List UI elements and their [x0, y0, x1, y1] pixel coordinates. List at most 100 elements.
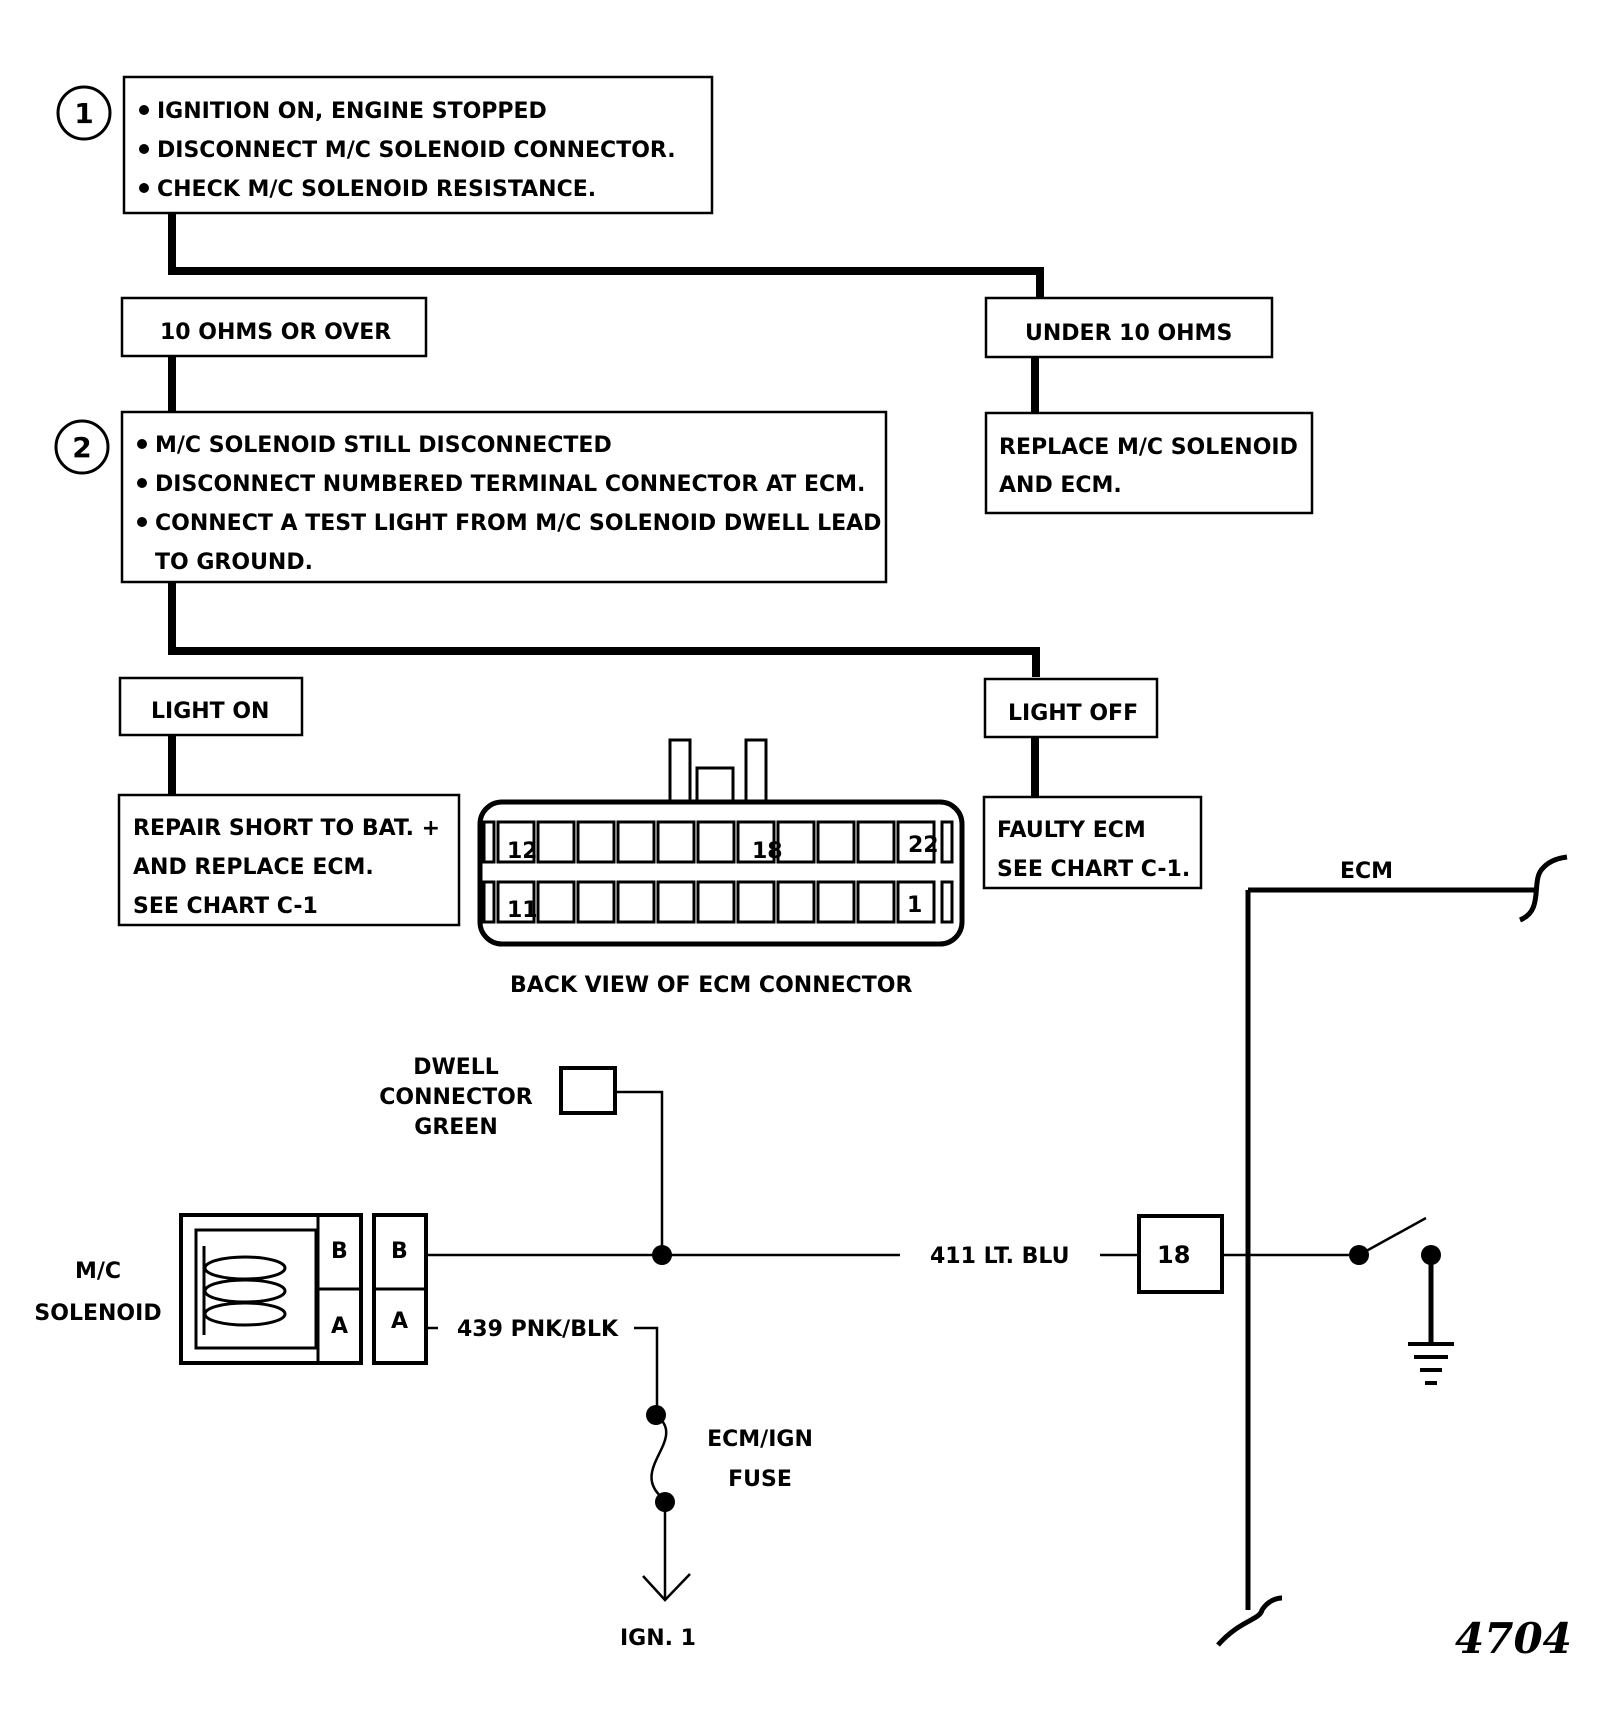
ecm-label: ECM	[1340, 859, 1393, 884]
connector-cell	[536, 880, 576, 924]
step2-line-2: DISCONNECT NUMBERED TERMINAL CONNECTOR A…	[155, 472, 865, 497]
solenoid-pin-b: B	[331, 1239, 348, 1264]
fuse-label-line-2: FUSE	[728, 1467, 792, 1492]
bullet	[139, 105, 149, 115]
dwell-label-line-3: GREEN	[414, 1115, 497, 1140]
connector-end-cap	[482, 820, 496, 864]
repair-short-line-2: AND REPLACE ECM.	[133, 855, 374, 880]
result-under-10-ohms-box	[984, 296, 1274, 359]
connector-cell	[656, 880, 696, 924]
wire-411-label: 411 LT. BLU	[930, 1244, 1070, 1269]
connector-label-12: 12	[507, 839, 538, 864]
step1-line-1: IGNITION ON, ENGINE STOPPED	[157, 99, 547, 124]
fuse-link	[650, 1413, 668, 1501]
ign-label: IGN. 1	[620, 1626, 696, 1651]
bullet	[139, 183, 149, 193]
connector-cell	[856, 820, 896, 864]
connector-cell	[896, 880, 936, 924]
dwell-lead-wire	[615, 1090, 664, 1255]
wiring-schematic: M/C SOLENOID B A B A DWELL CONNECTOR GRE…	[34, 854, 1568, 1651]
connector-cell	[856, 880, 896, 924]
ecm-break-top-icon	[1518, 854, 1568, 923]
bullet	[137, 517, 147, 527]
fuse-label-line-1: ECM/IGN	[707, 1427, 813, 1452]
connector-cell	[656, 820, 696, 864]
splice-dot	[652, 1245, 672, 1265]
result-10-ohms-or-over-box	[120, 296, 428, 358]
connector-caption: BACK VIEW OF ECM CONNECTOR	[510, 973, 912, 998]
result-light-on: LIGHT ON	[151, 699, 269, 724]
step2-line-1: M/C SOLENOID STILL DISCONNECTED	[155, 433, 612, 458]
result-under-10-ohms: UNDER 10 OHMS	[1025, 321, 1232, 346]
faulty-ecm-line-1: FAULTY ECM	[997, 818, 1146, 843]
connector-cell	[496, 820, 536, 864]
ground-icon	[1408, 1342, 1454, 1385]
step1-box	[122, 75, 714, 215]
ign-arrow-icon	[642, 1573, 691, 1602]
connector-cell	[696, 820, 736, 864]
solenoid-coil-icon	[202, 1246, 287, 1335]
step2-line-4: TO GROUND.	[155, 550, 313, 575]
wire-439-label: 439 PNK/BLK	[457, 1317, 619, 1342]
step2-bullets: M/C SOLENOID STILL DISCONNECTED DISCONNE…	[137, 433, 881, 575]
connector-label-1: 1	[907, 893, 922, 918]
bullet	[137, 478, 147, 488]
step2-circle	[54, 419, 110, 475]
connector-cells	[482, 820, 954, 924]
repair-short-line-1: REPAIR SHORT TO BAT. +	[133, 816, 440, 841]
ecm-pin-18-label: 18	[1157, 1241, 1190, 1269]
solenoid-pin-a: A	[331, 1314, 348, 1339]
connector-cell	[536, 820, 576, 864]
step1-number: 1	[74, 97, 93, 130]
solenoid-label-line-2: SOLENOID	[34, 1301, 161, 1326]
connector-label-11: 11	[507, 898, 538, 923]
dwell-label-line-2: CONNECTOR	[379, 1085, 533, 1110]
ecm-break-bottom-icon	[1216, 1595, 1283, 1647]
connector-label-22: 22	[908, 833, 939, 858]
connector-tab-right	[744, 738, 768, 804]
result-light-on-box	[118, 676, 304, 737]
flow-line-branch1	[172, 267, 1044, 297]
connector-cell	[576, 820, 616, 864]
step2-number: 2	[72, 431, 91, 464]
faulty-ecm-line-2: SEE CHART C-1.	[997, 857, 1190, 882]
figure-number: 4704	[1455, 1614, 1572, 1663]
bullet	[137, 439, 147, 449]
repair-short-line-3: SEE CHART C-1	[133, 894, 318, 919]
bullet	[139, 144, 149, 154]
connector-end-cap	[940, 880, 954, 924]
connector-end-cap	[482, 880, 496, 924]
repair-short-box	[117, 793, 461, 927]
connector-cell	[896, 820, 936, 864]
connector-cell	[816, 880, 856, 924]
connector-tab-left	[668, 738, 692, 804]
mating-pin-a: A	[391, 1309, 408, 1334]
connector-cell	[576, 880, 616, 924]
connector-cell	[776, 820, 816, 864]
step1-circle	[56, 85, 112, 141]
result-light-off: LIGHT OFF	[1008, 701, 1138, 726]
connector-label-18: 18	[752, 839, 783, 864]
step2-line-3: CONNECT A TEST LIGHT FROM M/C SOLENOID D…	[155, 511, 881, 536]
step1-bullets: IGNITION ON, ENGINE STOPPED DISCONNECT M…	[139, 99, 676, 202]
ecm-connector: 12 18 22 11 1 BACK VIEW OF ECM CONNECTOR	[477, 738, 965, 998]
mating-pin-b: B	[391, 1239, 408, 1264]
connector-cell	[776, 880, 816, 924]
replace-solenoid-line-1: REPLACE M/C SOLENOID	[999, 435, 1298, 460]
flow-line-branch2	[172, 647, 1040, 677]
solenoid-label-line-1: M/C	[75, 1259, 121, 1284]
replace-solenoid-line-2: AND ECM.	[999, 473, 1122, 498]
connector-cell	[616, 880, 656, 924]
faulty-ecm-box	[982, 795, 1203, 890]
step1-line-2: DISCONNECT M/C SOLENOID CONNECTOR.	[157, 138, 676, 163]
connector-cell	[696, 880, 736, 924]
flowchart: 1 IGNITION ON, ENGINE STOPPED DISCONNECT…	[54, 75, 1314, 927]
connector-cell	[816, 820, 856, 864]
result-10-ohms-or-over: 10 OHMS OR OVER	[160, 320, 391, 345]
step1-line-3: CHECK M/C SOLENOID RESISTANCE.	[157, 177, 596, 202]
dwell-label-line-1: DWELL	[413, 1055, 499, 1080]
step2-box	[120, 410, 888, 584]
switch-arm-icon	[1358, 1216, 1427, 1257]
replace-solenoid-box	[984, 411, 1314, 515]
